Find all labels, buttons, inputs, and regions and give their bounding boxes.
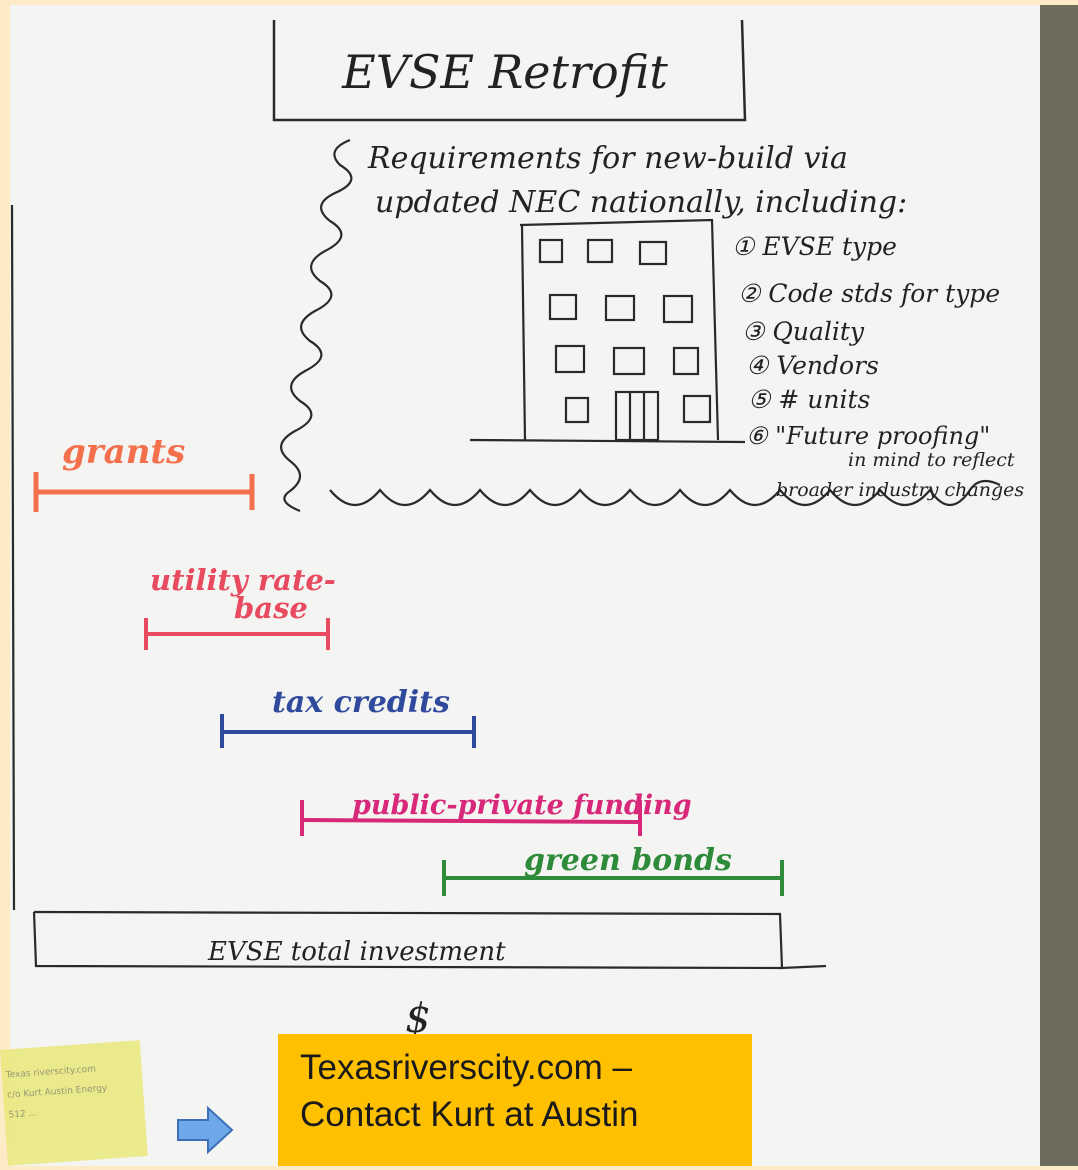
requirement-item-5: ⑤ # units [748,385,870,414]
funding-bar-tax-credits: tax credits [220,685,476,748]
requirement-item-6-cont-1: in mind to reflect [848,449,1015,471]
total-investment-label: EVSE total investment [207,937,506,967]
title-text: EVSE Retrofit [341,45,668,99]
arrow-right-icon [177,1105,234,1155]
callout-line-2: Contact Kurt at Austin [300,1095,639,1134]
requirements-line-2: updated NEC nationally, including: [375,185,907,220]
title-box [272,19,747,122]
public-private-label: public-private funding [352,790,692,821]
vertical-axis-line [10,204,16,911]
requirements-cloud [280,138,1001,513]
utility-ratebase-label-1: utility rate- [150,563,336,597]
requirement-item-4: ④ Vendors [746,351,879,380]
flipchart-paper [10,5,1040,1166]
tax-credits-label: tax credits [272,685,450,720]
requirements-line-1: Requirements for new-build via [367,141,848,176]
funding-bar-utility-ratebase: utility rate- base [144,563,336,650]
funding-bar-green-bonds: green bonds [442,843,784,896]
green-bonds-label: green bonds [524,843,732,878]
wall-edge [1040,5,1078,1166]
utility-ratebase-label-2: base [234,591,308,625]
requirement-item-3: ③ Quality [742,317,865,346]
requirement-item-1: ① EVSE type [732,232,897,261]
requirement-item-2: ② Code stds for type [738,279,1000,308]
funding-bar-grants: grants [33,432,255,512]
building-drawing [469,218,746,444]
requirement-item-6-cont-2: broader industry changes [776,479,1024,501]
grants-label: grants [62,432,185,472]
funding-bar-public-private: public-private funding [300,790,692,836]
callout-box: Texasriverscity.com – Contact Kurt at Au… [278,1034,752,1166]
sticky-note: Texas riverscity.com c/o Kurt Austin Ene… [0,1040,148,1166]
requirement-item-6: ⑥ "Future proofing" [746,422,990,450]
callout-line-1: Texasriverscity.com – [300,1048,632,1087]
total-investment-box [32,910,827,970]
